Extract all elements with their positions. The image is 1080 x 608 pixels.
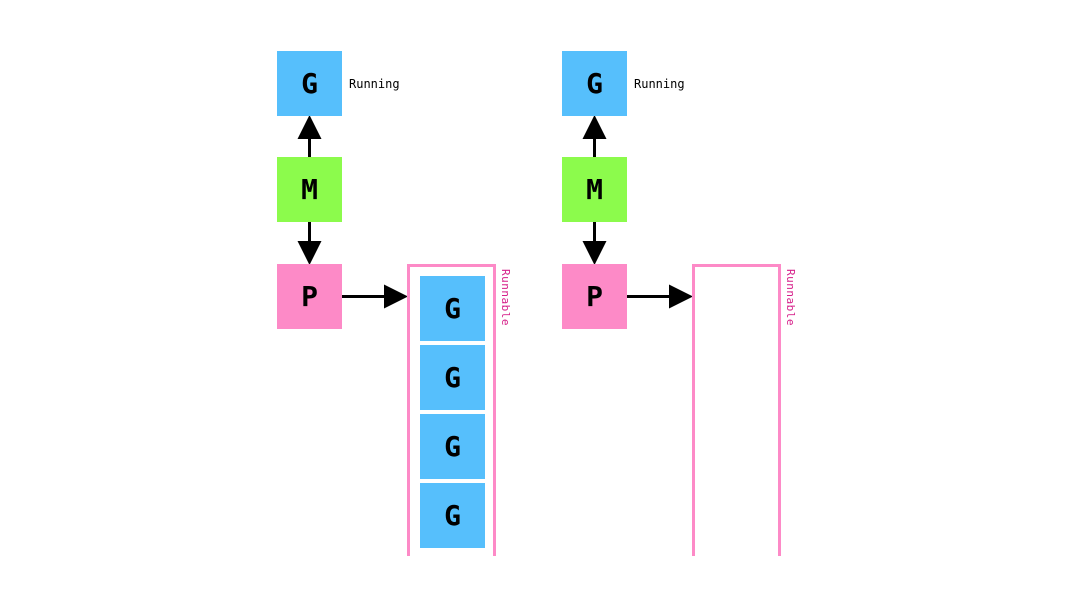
runnable-label: Runnable	[784, 269, 797, 326]
processor: P	[562, 264, 627, 329]
machine-thread: M	[277, 157, 342, 222]
queued-goroutine: G	[420, 483, 485, 548]
machine-thread: M	[562, 157, 627, 222]
goroutine-running: G	[562, 51, 627, 116]
queued-goroutine: G	[420, 345, 485, 410]
queued-goroutine: G	[420, 276, 485, 341]
runnable-queue	[692, 264, 781, 556]
queued-goroutine: G	[420, 414, 485, 479]
runnable-queue	[407, 264, 496, 556]
running-label: Running	[349, 77, 400, 91]
processor: P	[277, 264, 342, 329]
runnable-label: Runnable	[499, 269, 512, 326]
goroutine-running: G	[277, 51, 342, 116]
running-label: Running	[634, 77, 685, 91]
